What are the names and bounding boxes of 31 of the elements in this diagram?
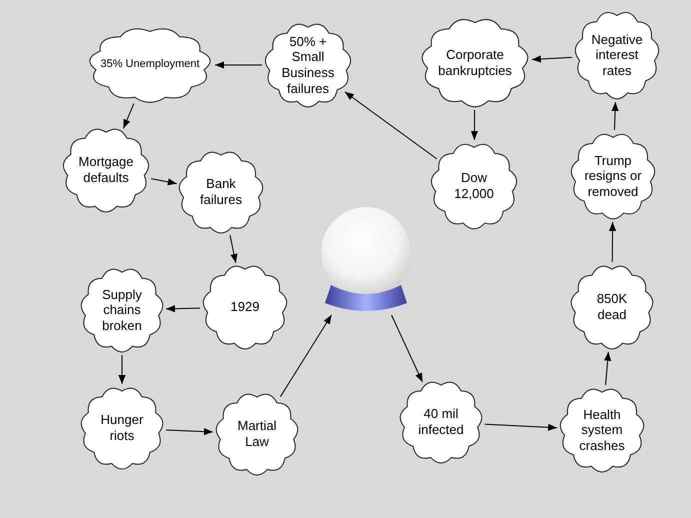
arrow [344,91,438,160]
node-label: Bank failures [199,176,243,208]
node-label: Trump resigns or removed [583,152,643,200]
arrow [230,234,238,264]
arrow [484,424,558,431]
arrow [166,428,214,436]
node-label: Health system crashes [578,406,626,454]
arrow [214,61,262,69]
node-label: Martial Law [236,418,278,450]
node-label: 1929 [230,299,260,315]
arrow [391,314,423,383]
node-label: Negative interest rates [590,32,644,78]
arrow [150,178,178,186]
node-label: Corporate bankruptcies [437,46,513,78]
node-label: 50% + Small Business failures [280,34,336,96]
arrow [612,102,619,130]
arrow [122,103,134,129]
arrow [604,351,612,386]
node-label: 35% Unemployment [99,58,201,72]
arrow [531,55,573,63]
arrow [608,222,616,262]
node-label: Mortgage defaults [78,154,134,186]
arrow [470,110,478,140]
node-label: 40 mil infected [417,406,465,438]
node-label: Hunger riots [100,412,144,444]
arrow [166,305,200,312]
node-label: 850K dead [596,291,628,323]
node-label: Dow 12,000 [453,170,495,202]
arrow [118,354,126,384]
arrow [280,314,332,398]
node-label: Supply chains broken [101,286,143,334]
